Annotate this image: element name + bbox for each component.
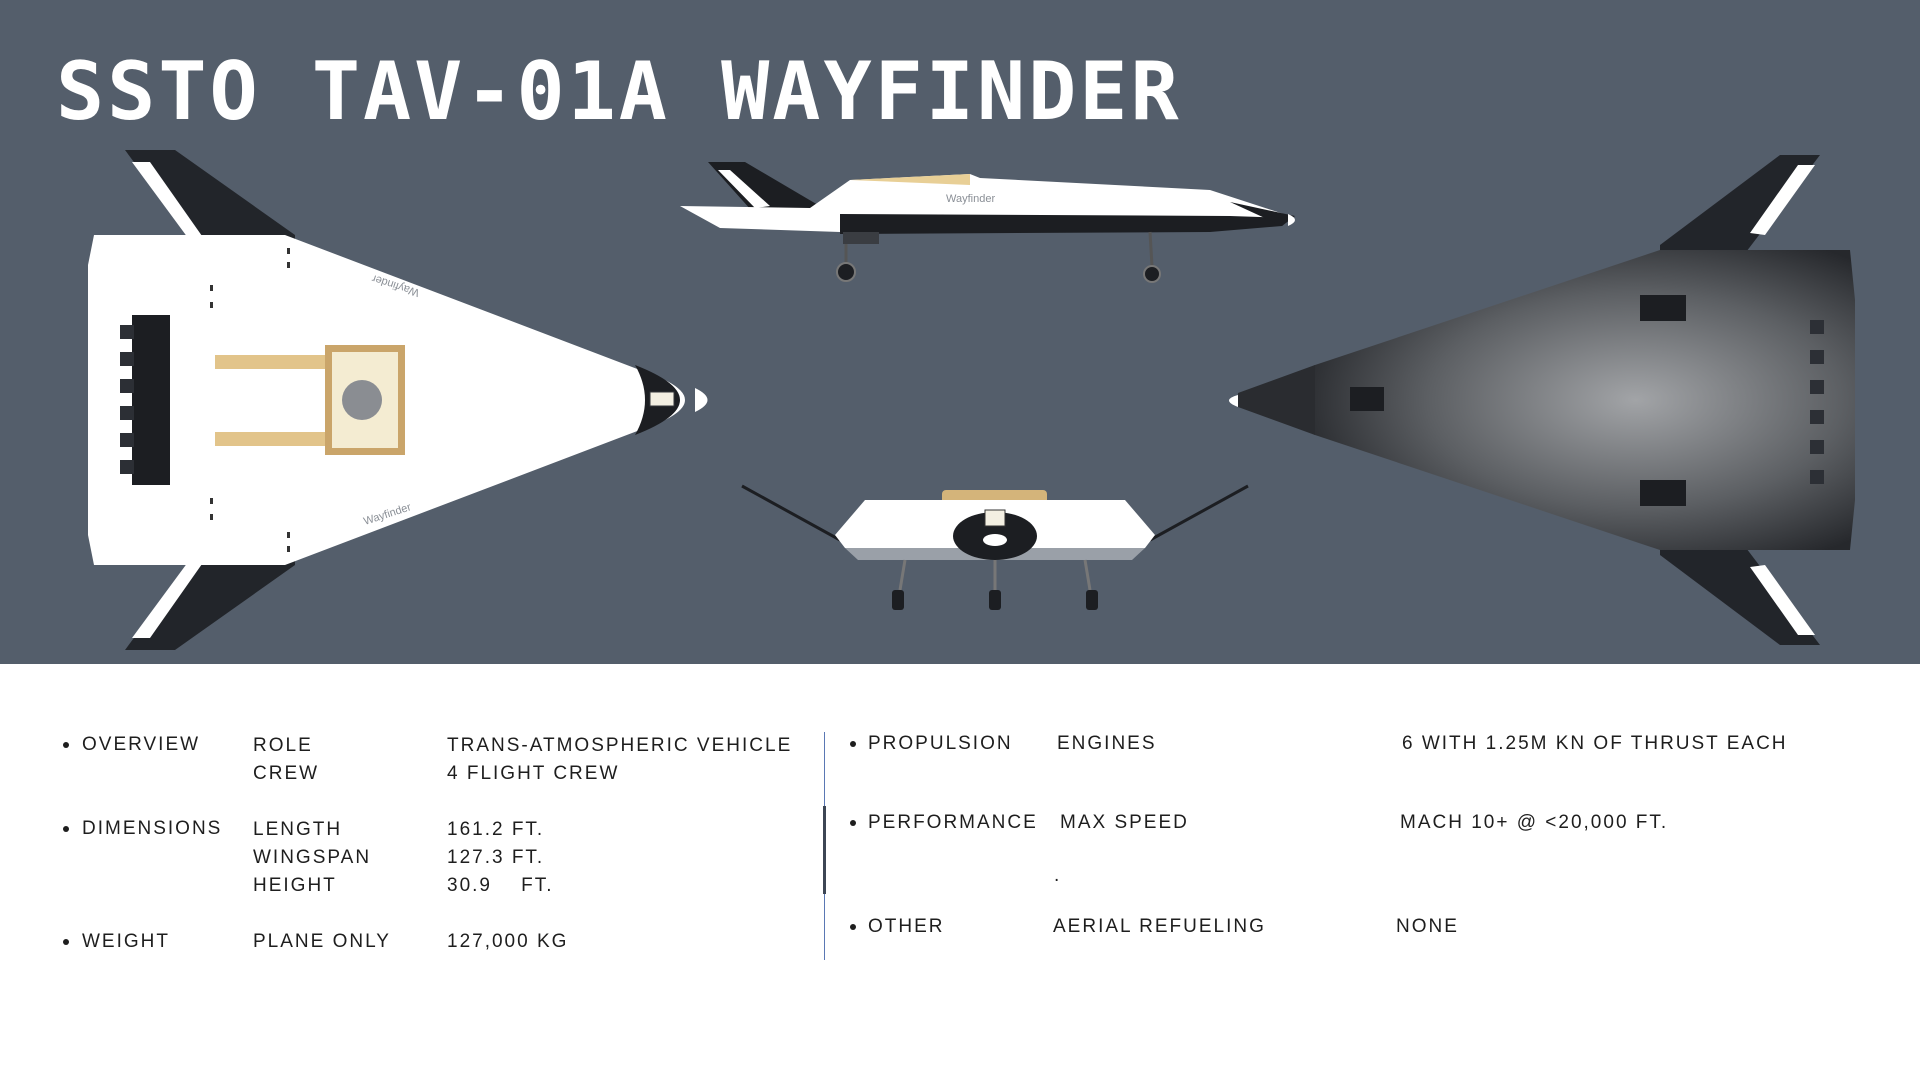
label-role: ROLE [253, 735, 313, 756]
top-view-illustration: Wayfinder Wayfinder [88, 150, 708, 650]
bullet-propulsion [850, 741, 856, 747]
front-gear-leg [1148, 231, 1154, 267]
label-plane-only: PLANE ONLY [253, 931, 391, 952]
bottom-gear-door-nose [1350, 387, 1384, 411]
side-nose [1230, 202, 1295, 226]
label-length: LENGTH [253, 819, 343, 840]
side-tail-stripe [718, 170, 770, 208]
bottom-upper-fin [1660, 155, 1820, 260]
bullet-overview [63, 742, 69, 748]
rear-gear-strut [843, 232, 879, 244]
value-engines: 6 WITH 1.25M KN OF THRUST EACH [1402, 733, 1788, 754]
panel-markers [210, 248, 290, 552]
bottom-nose [1238, 365, 1315, 435]
value-crew: 4 FLIGHT CREW [447, 763, 620, 784]
label-crew: CREW [253, 763, 320, 784]
engine-block [132, 315, 170, 485]
category-performance: PERFORMANCE [868, 812, 1038, 833]
front-wheel-left [892, 590, 904, 610]
front-wheel-right [1086, 590, 1098, 610]
value-wingspan: 127.3 FT. [447, 847, 545, 868]
upper-fin-stripe [132, 162, 202, 238]
rear-wheel [836, 262, 856, 282]
front-gear-right [1083, 559, 1092, 591]
label-wingspan: WINGSPAN [253, 847, 372, 868]
front-view-illustration [741, 484, 1249, 610]
front-wheel [1143, 265, 1161, 283]
bullet-dimensions [63, 826, 69, 832]
bottom-lower-fin-stripe [1750, 565, 1815, 635]
bottom-upper-fin-stripe [1750, 165, 1815, 235]
label-aerial-refueling: AERIAL REFUELING [1053, 916, 1266, 937]
label-engines: ENGINES [1057, 733, 1157, 754]
value-height: 30.9 FT. [447, 875, 554, 896]
docking-port [342, 380, 382, 420]
side-view-illustration: Wayfinder [680, 162, 1295, 283]
front-wheel-center [989, 590, 1001, 610]
value-aerial-refueling: NONE [1396, 916, 1459, 937]
column-divider-accent [823, 806, 826, 894]
bullet-weight [63, 939, 69, 945]
category-propulsion: PROPULSION [868, 733, 1013, 754]
front-wing-left [741, 484, 841, 542]
cargo-bay-rail-top [215, 355, 325, 369]
value-length: 161.2 FT. [447, 819, 545, 840]
side-hull-logo: Wayfinder [946, 193, 995, 205]
bottom-view-illustration [1229, 155, 1855, 645]
bottom-gear-door-lower [1640, 480, 1686, 506]
value-plane-only: 127,000 KG [447, 931, 569, 952]
bottom-hull [1277, 250, 1855, 550]
category-weight: WEIGHT [82, 931, 170, 952]
front-nose-tip [983, 534, 1007, 546]
front-windshield [984, 509, 1006, 527]
bullet-performance [850, 820, 856, 826]
bottom-lower-fin [1660, 540, 1820, 645]
front-wing-right [1149, 484, 1249, 542]
category-overview: OVERVIEW [82, 734, 201, 755]
nose-tip [695, 388, 708, 412]
engine-nozzles [120, 325, 134, 474]
hero-banner: SSTO TAV-01A WAYFINDER [0, 0, 1920, 664]
side-belly [840, 214, 1290, 234]
bottom-engine-nozzles [1810, 320, 1824, 484]
label-max-speed: MAX SPEED [1060, 812, 1189, 833]
side-nose-tip [1288, 214, 1295, 226]
front-gear-left [898, 559, 907, 591]
label-height: HEIGHT [253, 875, 337, 896]
bullet-other [850, 924, 856, 930]
side-canopy [850, 174, 970, 185]
lower-fin-stripe [132, 562, 202, 638]
specifications-panel: OVERVIEW ROLE TRANS-ATMOSPHERIC VEHICLE … [0, 664, 1920, 1080]
category-dimensions: DIMENSIONS [82, 818, 223, 839]
bottom-gear-door-upper [1640, 295, 1686, 321]
value-max-speed: MACH 10+ @ <20,000 FT. [1400, 812, 1669, 833]
cargo-bay-rail-bottom [215, 432, 325, 446]
performance-note: . [1054, 865, 1062, 886]
bottom-nose-tip [1229, 395, 1238, 407]
page-title: SSTO TAV-01A WAYFINDER [56, 45, 1182, 138]
category-other: OTHER [868, 916, 945, 937]
nose-window [649, 391, 675, 407]
value-role: TRANS-ATMOSPHERIC VEHICLE [447, 735, 793, 756]
